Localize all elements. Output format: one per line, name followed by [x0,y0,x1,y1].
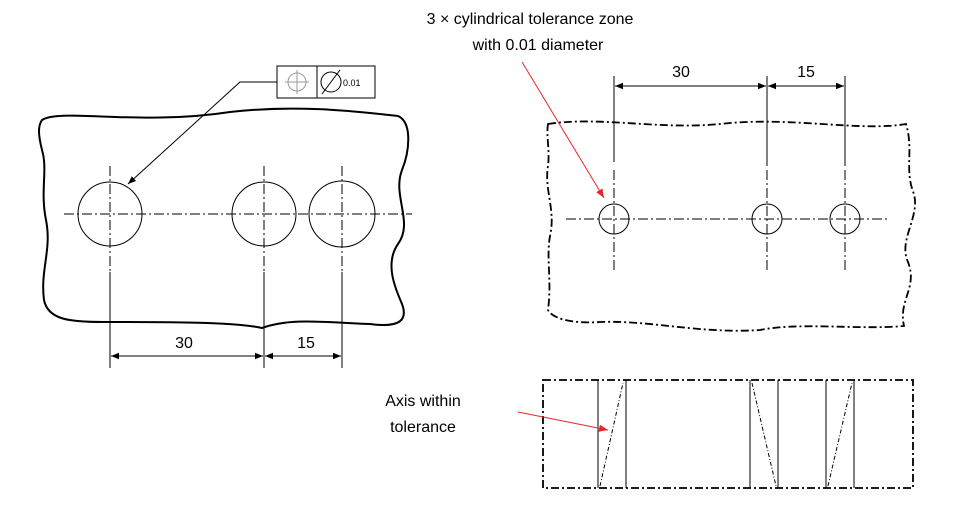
left-dim-label-15: 15 [297,335,315,352]
right-dim-label-30: 30 [672,64,690,81]
axis-annotation-line1: Axis within [385,393,461,410]
zone-annotation-line1: 3 × cylindrical tolerance zone [427,11,634,28]
right-dim-label-15: 15 [797,64,815,81]
left-hole-3 [308,180,376,248]
fcf-tolerance-value: 0.01 [343,78,361,88]
left-hole-2 [231,181,297,247]
section-zone-1-axis [599,382,624,487]
feature-control-frame: 0.01 [276,65,376,99]
right-zone-1 [598,203,630,235]
zone-annotation-leader [521,61,605,199]
position-icon [285,70,309,94]
section-zone-3-axis [827,382,853,487]
axis-annotation-leader [517,411,609,432]
right-zone-view: 30 15 3 × cylindrical tolerance zone wit… [427,11,916,332]
zone-annotation-line2: with 0.01 diameter [472,37,604,54]
right-zone-2 [751,203,783,235]
left-part-view: 30 15 0.01 [38,65,412,368]
section-view: Axis within tolerance [385,379,914,489]
diameter-icon [320,69,342,95]
section-outline [542,379,914,489]
right-zone-3 [829,203,861,235]
left-dim-label-30: 30 [175,335,193,352]
section-zone-2-axis [751,382,777,487]
right-part-outline [546,120,916,332]
left-part-outline [38,107,410,330]
fcf-tolerance-cell [316,65,376,99]
axis-annotation-line2: tolerance [390,419,456,436]
fcf-leader [127,81,277,185]
left-hole-1 [77,181,143,247]
